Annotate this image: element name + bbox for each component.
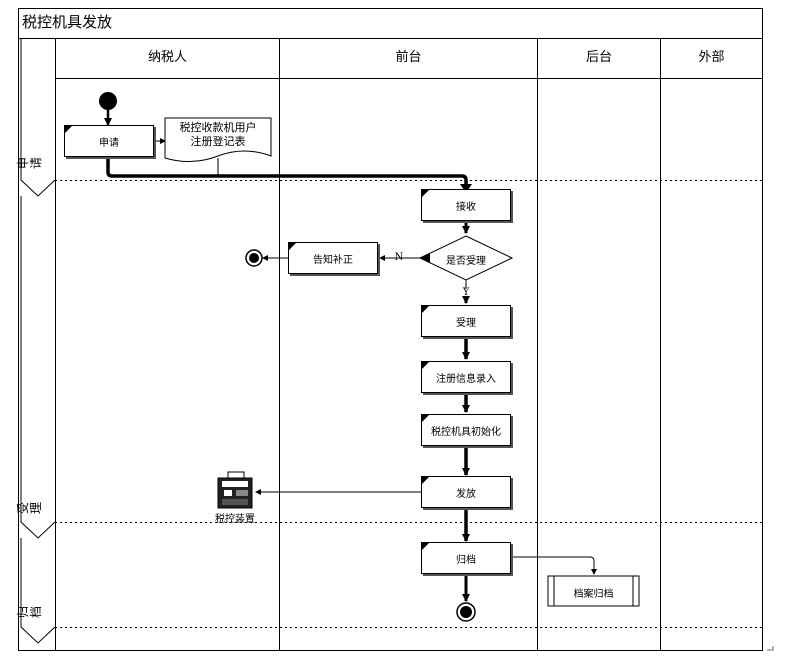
node-accept-label: 受理 <box>456 317 476 329</box>
node-receive-label: 接收 <box>456 201 476 213</box>
edge-label-yes: Y <box>462 287 470 298</box>
node-archive-label: 归档 <box>456 554 476 566</box>
diagram-frame <box>18 8 763 651</box>
node-register-label: 注册信息录入 <box>436 373 496 385</box>
phase-chevron-apply <box>20 38 56 197</box>
node-register: 注册信息录入 <box>421 361 511 393</box>
diagram-title: 税控机具发放 <box>22 13 113 31</box>
node-archive: 归档 <box>421 542 511 574</box>
node-init-label: 税控机具初始化 <box>431 426 501 438</box>
node-receive: 接收 <box>421 189 511 221</box>
lane-header-taxpayer: 纳税人 <box>147 50 187 65</box>
node-init: 税控机具初始化 <box>421 414 511 446</box>
edge-apply-receive <box>106 157 468 190</box>
form-label-line2: 注册登记表 <box>190 135 246 148</box>
lane-header-front-desk: 前台 <box>395 50 422 65</box>
phase-label-archive: 归档 <box>16 606 43 619</box>
node-notify-label: 告知补正 <box>313 254 353 266</box>
phase-label-accept: 受理 <box>16 502 43 515</box>
node-decision-label: 是否受理 <box>446 256 486 267</box>
node-accept: 受理 <box>421 305 511 337</box>
phase-label-apply: 申请 <box>16 157 43 170</box>
node-notify: 告知补正 <box>288 242 378 274</box>
device-label: 税控装置 <box>215 514 255 525</box>
node-issue-label: 发放 <box>456 488 476 500</box>
edge-archive-backend <box>511 556 597 575</box>
node-issue: 发放 <box>421 476 511 508</box>
phase-chevron-accept <box>20 196 56 539</box>
backend-archive-shape <box>547 575 640 607</box>
node-apply: 申请 <box>64 125 154 157</box>
edge-label-no: N <box>394 252 404 263</box>
lane-header-external: 外部 <box>698 50 725 65</box>
node-apply-label: 申请 <box>99 137 119 149</box>
device-icon <box>217 471 253 509</box>
start-node <box>99 92 117 110</box>
phase-chevron-archive <box>20 538 56 644</box>
node-form-label: 税控收款机用户 注册登记表 <box>165 121 271 149</box>
form-document-shape <box>164 117 272 162</box>
form-label-line1: 税控收款机用户 <box>179 121 257 134</box>
node-backend-archive-label: 档案归档 <box>573 589 614 600</box>
lane-header-back-office: 后台 <box>585 50 612 65</box>
